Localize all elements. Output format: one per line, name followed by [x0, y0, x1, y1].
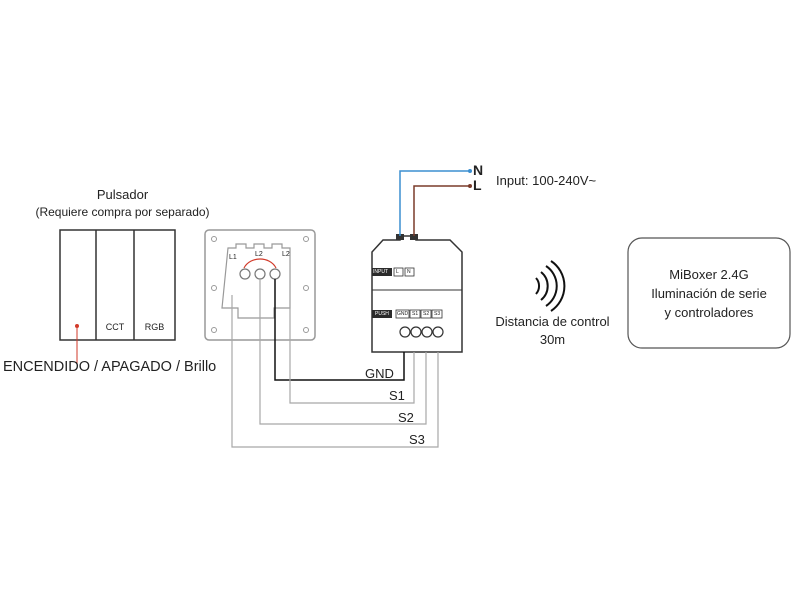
module-push-term-s2: S2 [423, 311, 430, 317]
power-input-text: Input: 100-240V~ [496, 173, 597, 188]
screw-hole [303, 236, 309, 242]
terminal-l1 [239, 268, 251, 280]
screw-hole [211, 285, 217, 291]
wire-gnd [274, 279, 405, 381]
wire-s1 [289, 288, 415, 404]
module-input-tag [372, 268, 392, 276]
terminal-l2-a [254, 268, 266, 280]
pushbutton-subtitle: (Requiere compra por separado) [35, 205, 210, 219]
module-screw-gnd [399, 326, 411, 338]
wire-label-s1: S1 [389, 388, 405, 403]
screw-hole [303, 285, 309, 291]
module-push-label: PUSH [375, 311, 389, 317]
module-push-term-box [420, 309, 432, 319]
wireless-wave-2 [540, 271, 549, 301]
wire-label-s3: S3 [409, 432, 425, 447]
terminal-label-l2: L2 [282, 251, 290, 258]
terminal-label-l2: L2 [255, 251, 263, 258]
module-input-terminal [396, 234, 404, 240]
module-screw-s3 [432, 326, 444, 338]
wireless-distance-label: Distancia de control [495, 314, 610, 329]
terminal-l2-b [269, 268, 281, 280]
module-push-term-box [409, 309, 421, 319]
pushbutton-caption: ENCENDIDO / APAGADO / Brillo [3, 359, 217, 375]
wireless-wave-3 [545, 265, 558, 307]
module-push-term-box [395, 309, 410, 319]
pushbutton-panel [59, 229, 176, 341]
module-screw-s2 [421, 326, 433, 338]
module-input-term-n: N [407, 269, 411, 275]
module-push-tag [372, 310, 392, 318]
screw-hole [211, 327, 217, 333]
module-input-term-box [404, 267, 415, 277]
miboxer-title: MiBoxer 2.4G [669, 267, 749, 282]
wire-neutral-end [468, 169, 472, 173]
module-input-term-l: L [396, 269, 399, 275]
wire-label-s2: S2 [398, 410, 414, 425]
key-label-rgb: RGB [144, 322, 165, 332]
switch-housing [221, 243, 291, 319]
module-push-term-box [431, 309, 443, 319]
miboxer-line3: y controladores [664, 305, 754, 320]
screw-hole [303, 327, 309, 333]
module-input-label: INPUT [373, 269, 388, 275]
pushbutton-dot [75, 324, 79, 328]
module-push-term-s1: S1 [412, 311, 419, 317]
terminal-label-l1: L1 [229, 254, 237, 261]
miboxer-line2: Iluminación de serie [651, 286, 767, 301]
wireless-wave-4 [550, 260, 566, 312]
wireless-distance-value: 30m [539, 332, 566, 347]
module-input-terminal [410, 234, 418, 240]
module-input-term-box [393, 267, 404, 277]
wireless-wave-1 [535, 277, 540, 295]
power-n-label: N [473, 162, 484, 178]
pushbutton-title: Pulsador [96, 187, 149, 202]
module-screw-s1 [410, 326, 422, 338]
wire-live [413, 185, 470, 236]
wire-s3 [231, 295, 439, 448]
key-label-cct: CCT [105, 322, 125, 332]
wire-neutral [399, 170, 470, 236]
screw-hole [211, 236, 217, 242]
module-push-term-gnd: GND [397, 311, 409, 317]
wire-live-end [468, 184, 472, 188]
miboxer-box [627, 237, 791, 349]
wire-label-gnd: GND [365, 366, 394, 381]
power-l-label: L [473, 177, 482, 193]
wire-s2 [259, 279, 427, 425]
module-push-term-s3: S3 [434, 311, 441, 317]
jumper-link [243, 258, 277, 269]
